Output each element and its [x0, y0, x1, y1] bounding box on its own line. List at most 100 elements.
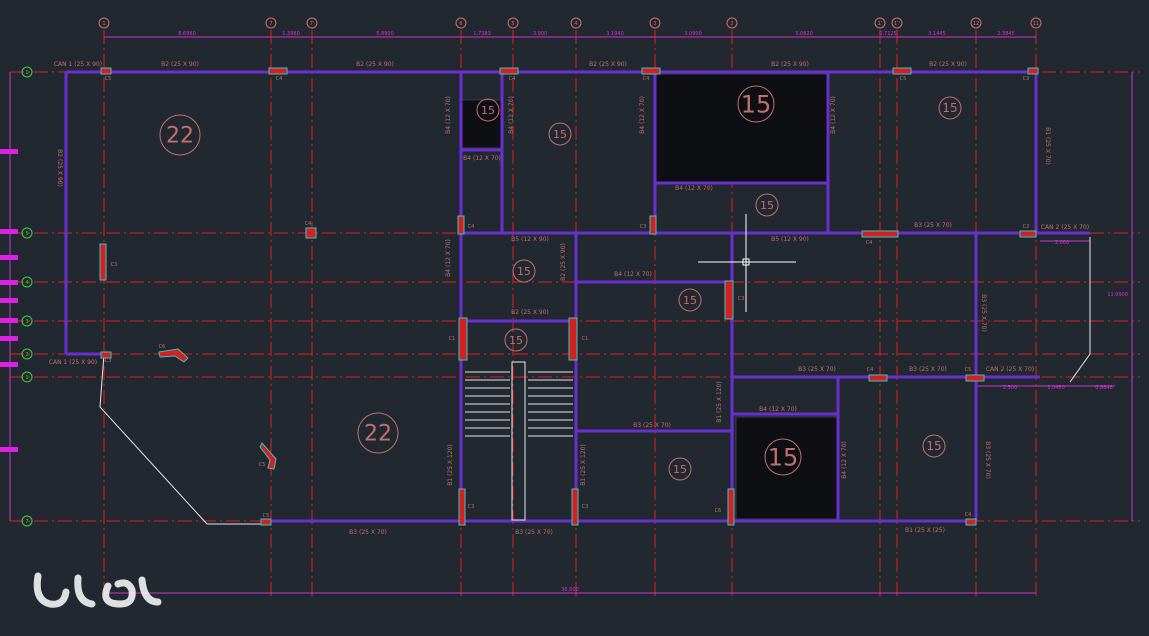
right-dimension-text: 2.500 [1003, 385, 1017, 391]
column [1027, 67, 1039, 75]
column [259, 442, 277, 470]
column-label: C4 [468, 224, 475, 230]
column-label: C3 [640, 224, 647, 230]
top-dimension-text: 8.6980 [178, 31, 196, 37]
columns [99, 67, 1039, 526]
column-label: C6 [159, 344, 166, 350]
slab-label-circle [476, 98, 500, 122]
slab-label-circle [668, 457, 692, 481]
beam-label: B4 (12 X 70) [463, 155, 501, 162]
slab-label: 15 [481, 104, 495, 117]
slab-label: 15 [741, 90, 772, 118]
left-edge-markers [0, 149, 18, 452]
grid-bubble-top-label: 5 [511, 21, 514, 27]
beam-label: B1 (25 X 120) [716, 381, 723, 423]
grid-bubble-top [455, 17, 467, 29]
slab-label: 15 [926, 439, 941, 453]
grid-bubble-top [265, 17, 277, 29]
column [458, 488, 466, 526]
column-label: C4 [965, 512, 972, 518]
grid-bubble-top-label: 11 [1033, 21, 1039, 27]
beam-label: B3 (25 X 70) [349, 529, 387, 536]
beam-label: B4 (12 X 70) [445, 239, 452, 277]
stair-opening-slabs [461, 73, 839, 520]
slab-label-circle [357, 412, 399, 454]
beam-label: B4 (12 X 70) [508, 96, 515, 134]
beam-label: B5 (12 X 90) [511, 236, 549, 243]
column-label: C4 [866, 240, 873, 246]
beam-label: B3 (25 X 70) [909, 366, 947, 373]
grid-bubble-top-label: 7 [269, 21, 272, 27]
column [499, 67, 519, 75]
column-label: C4 [276, 76, 283, 82]
column [892, 67, 912, 75]
grid-bubble-top-label: 12 [973, 21, 979, 27]
beam-label: B3 (25 X 70) [515, 529, 553, 536]
column [268, 67, 288, 75]
beam-label: B3 (25 X 70) [914, 222, 952, 229]
grid-bubble-left-label: 1 [25, 70, 28, 76]
dimension-lines [9, 36, 1133, 594]
grid-bubble-left [21, 371, 33, 383]
slab-label-circle [159, 114, 201, 156]
top-dimension-text: 3.1445 [928, 31, 946, 37]
grid-bubble-top [507, 17, 519, 29]
grid-bubble-left-label: 2 [25, 352, 28, 358]
grid-bubble-top-label: 1'' [894, 21, 900, 27]
column-label: C1 [449, 336, 456, 342]
grid-bubble-left [21, 315, 33, 327]
beam-label: B2 (25 X 90) [356, 61, 394, 68]
slab-label: 15 [509, 334, 523, 347]
beam-label: B4 (12 X 70) [675, 185, 713, 192]
column-label: C4 [867, 367, 874, 373]
slab-label: 15 [683, 294, 697, 307]
slab-label-circle [678, 288, 702, 312]
slab-label-circle [504, 328, 528, 352]
slab-label: 15 [673, 463, 687, 476]
slab-outline [99, 237, 1091, 525]
watermark-logo [33, 572, 162, 608]
grid-bubble-left [21, 66, 33, 78]
beam-label: B3 (25 X 70) [798, 366, 836, 373]
top-dimension-text: 5.8900 [376, 31, 394, 37]
column-label: C6 [715, 508, 722, 514]
beam-label: B4 (12 X 70) [841, 441, 848, 479]
right-dimension-text: 1.0450 [1047, 385, 1065, 391]
grid-bubble-left-label: 4 [25, 280, 28, 286]
grid-bubble-top-label: 7' [310, 21, 315, 27]
staircase [465, 361, 573, 521]
grid-bubble-top-label: 1 [102, 21, 105, 27]
beam-label: B3 (25 X 70) [984, 441, 991, 479]
column-label: C4 [305, 221, 312, 227]
column-label: C2 [1023, 224, 1030, 230]
grid-bubble-top-label: 6 [459, 21, 462, 27]
beam-label: B2 (25 X 90) [161, 61, 199, 68]
beam-label: B1 (25 X 120) [447, 444, 454, 486]
top-dimension-text: 3.900 [533, 31, 547, 37]
grid-bubble-top-label: 2 [730, 21, 733, 27]
column-label: C5 [965, 367, 972, 373]
column [571, 488, 579, 526]
beam-label: B4 (12 X 70) [614, 271, 652, 278]
column [457, 215, 465, 235]
beam-label: B1 (25 X (25) [905, 527, 945, 534]
column-label: C3 [582, 504, 589, 510]
grid-bubble-top [1030, 17, 1042, 29]
beams [64, 70, 1090, 523]
column-label: C5 [259, 462, 266, 468]
cad-crosshair-cursor[interactable] [698, 214, 796, 312]
grid-bubble-top-label: 1' [878, 21, 883, 27]
grid-bubble-left [21, 515, 33, 527]
grid-bubble-top [891, 17, 903, 29]
grid-bubble-left-label: 5 [25, 231, 28, 237]
beam-label: B2 (25 X 90) [560, 243, 567, 281]
top-dimension-text: 5.0820 [795, 31, 813, 37]
grid-bubble-top [970, 17, 982, 29]
top-dimension-text: 1.7383 [473, 31, 491, 37]
grid-bubble-left [21, 348, 33, 360]
beam-label: B1 (25 X 120) [580, 444, 587, 486]
column [965, 374, 985, 382]
grid-bubble-top-label: 4 [574, 21, 577, 27]
